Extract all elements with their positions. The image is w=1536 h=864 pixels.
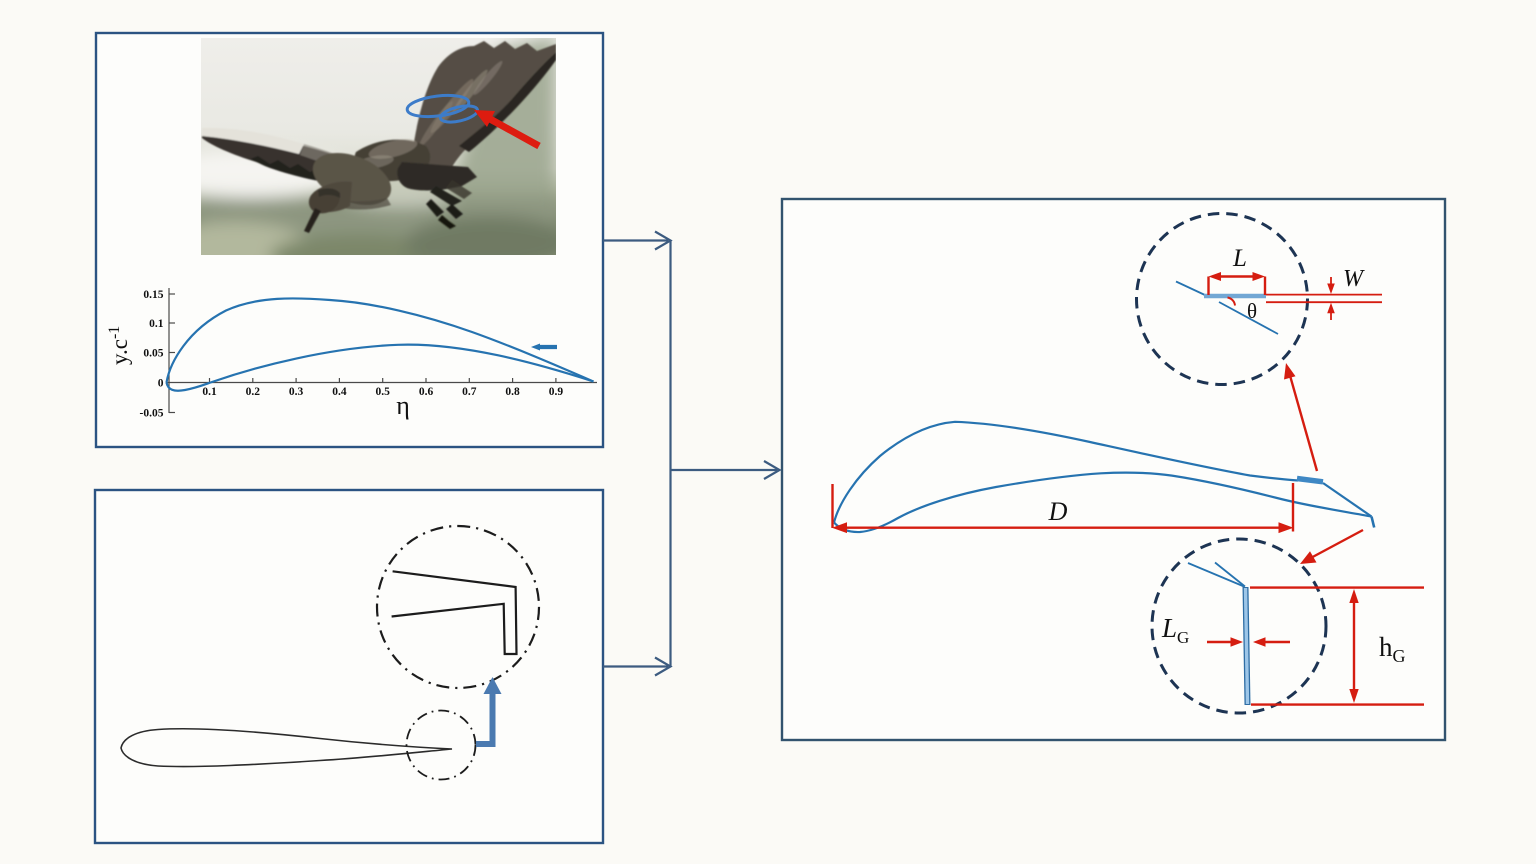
svg-text:0.05: 0.05	[143, 348, 163, 360]
svg-text:0: 0	[158, 378, 164, 390]
svg-text:L: L	[1232, 245, 1247, 272]
svg-text:G: G	[1177, 628, 1189, 647]
svg-text:0.1: 0.1	[202, 386, 217, 398]
svg-text:η: η	[396, 391, 410, 420]
svg-text:D: D	[1048, 497, 1068, 526]
svg-text:0.5: 0.5	[376, 386, 391, 398]
svg-text:0.3: 0.3	[289, 386, 304, 398]
svg-text:W: W	[1343, 266, 1365, 292]
svg-text:L: L	[1161, 613, 1177, 643]
svg-text:0.8: 0.8	[505, 386, 520, 398]
svg-text:0.4: 0.4	[332, 386, 347, 398]
svg-text:0.6: 0.6	[419, 386, 434, 398]
svg-text:-0.05: -0.05	[140, 408, 164, 420]
svg-text:θ: θ	[1247, 299, 1257, 323]
svg-text:0.15: 0.15	[143, 289, 163, 301]
svg-text:0.7: 0.7	[462, 386, 477, 398]
svg-text:0.9: 0.9	[549, 386, 564, 398]
svg-text:0.1: 0.1	[149, 318, 164, 330]
svg-text:0.2: 0.2	[246, 386, 261, 398]
